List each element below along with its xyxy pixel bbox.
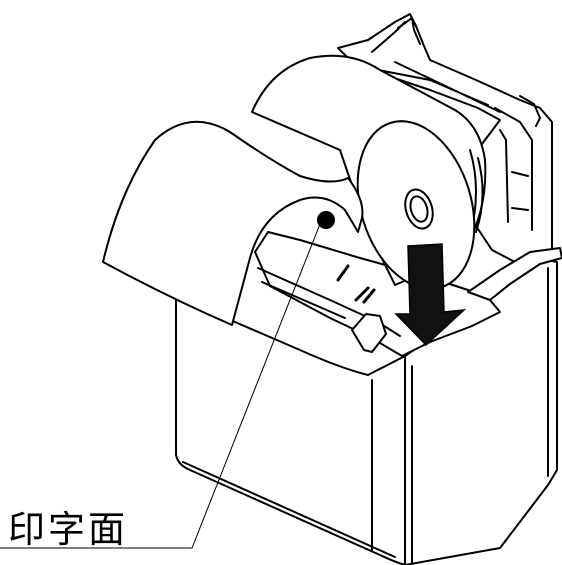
paper-slot-inner-edge [257,267,401,337]
paper-sheet [102,120,364,326]
printer-body-side-face [175,295,406,565]
printable-side-marker [317,211,335,229]
paper-guide-marks [336,264,376,304]
paper-slot-tab [351,313,387,353]
arrow-down-icon [394,243,467,347]
printer-hinge-detail [397,17,541,211]
paper-roll-core-inner [409,195,429,223]
print-side-label: 印字面 [8,508,128,551]
printer-body-bottom-edge [182,461,396,558]
printer-cover-edge [467,247,562,301]
callout-leader-line [0,223,321,549]
